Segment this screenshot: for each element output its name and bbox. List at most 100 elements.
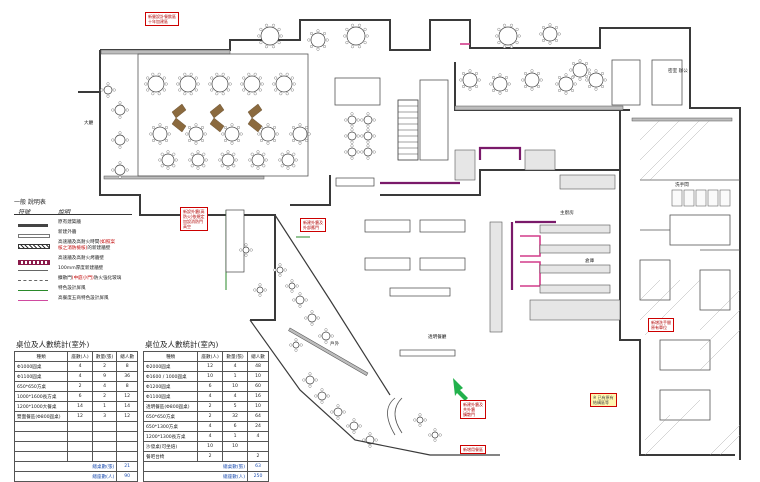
chair [336,416,340,420]
chair [351,23,355,27]
round-table [179,75,197,93]
round-table [347,115,357,125]
chair [215,72,219,76]
chair [363,41,367,45]
chair [495,34,499,38]
chair [248,158,252,162]
chair [221,72,225,76]
table-cell: 12 [67,411,93,422]
chair [468,69,472,73]
chair [208,82,212,86]
chair [200,125,204,129]
chair [223,138,227,142]
chair [247,72,251,76]
chair [588,84,592,88]
chair [413,418,417,422]
round-table [310,32,326,48]
table-cell: 2 [67,381,93,392]
chair [279,72,283,76]
table-cell: 650*1300方桌 [142,421,199,432]
chair [366,124,370,128]
table-cell: 60 [247,381,269,392]
chair [274,76,278,80]
chair [344,134,348,138]
chair [249,248,253,252]
chair [307,38,311,42]
chair [594,87,598,91]
chair [324,328,328,332]
chair [151,72,155,76]
chair [151,138,155,142]
chair [572,62,576,66]
chair [310,45,314,49]
chair [111,138,115,142]
table-cell [116,451,138,462]
chair [539,32,543,36]
chair [345,27,349,31]
chair [366,112,370,116]
chair [307,132,311,136]
chair [151,92,155,96]
chair [125,108,129,112]
chair [250,164,254,168]
chair [187,138,191,142]
chair [298,292,302,296]
table-cell: 16 [247,391,269,402]
table-total-row: 總座數(人)90 [13,471,138,482]
chair [360,118,364,122]
round-table [307,313,317,323]
chair [352,430,356,434]
chair [183,72,187,76]
table-cell: 2 [91,391,118,402]
chair [292,164,296,168]
chair [151,125,155,129]
table-cell: 10 [222,441,248,452]
chair [236,138,240,142]
chair [239,132,243,136]
chair [188,158,192,162]
chair [305,138,309,142]
note-right-red: 新增洗手間 原有單位 [648,318,674,332]
chair [166,150,170,154]
table-cell [91,431,118,442]
legend-item: 100mm厚度新建牆壁 [14,266,132,276]
chair [157,92,161,96]
table-row [13,421,138,432]
table-cell: 6 [222,421,248,432]
chair [423,418,427,422]
chair [118,115,122,119]
chair [196,82,200,86]
round-table [462,72,478,88]
round-table [498,26,518,46]
round-table [363,147,373,157]
chair [258,283,262,287]
chair [316,29,320,33]
chair [601,84,605,88]
entrance-arrow-icon [453,378,468,401]
chair [265,45,269,49]
table-cell: 10 [222,381,248,392]
chair [308,384,312,388]
table-cell [67,451,93,462]
chair [125,168,129,172]
legend-item: 擴散門(中庭小門)防火強化玻璃 [14,276,132,286]
round-table [333,407,343,417]
chair [257,34,261,38]
chair [172,152,176,156]
round-table [416,416,424,424]
chair [298,304,302,308]
table-row [13,431,138,442]
table-cell: 9 [91,371,118,382]
chair [260,82,264,86]
chair [292,138,296,142]
table-cell: 5 [222,401,248,412]
chair [149,132,153,136]
chair [160,152,164,156]
table-cell [13,451,69,462]
round-table [147,75,165,93]
chair [548,23,552,27]
table-cell: 4 [247,431,269,442]
chair [310,310,314,314]
